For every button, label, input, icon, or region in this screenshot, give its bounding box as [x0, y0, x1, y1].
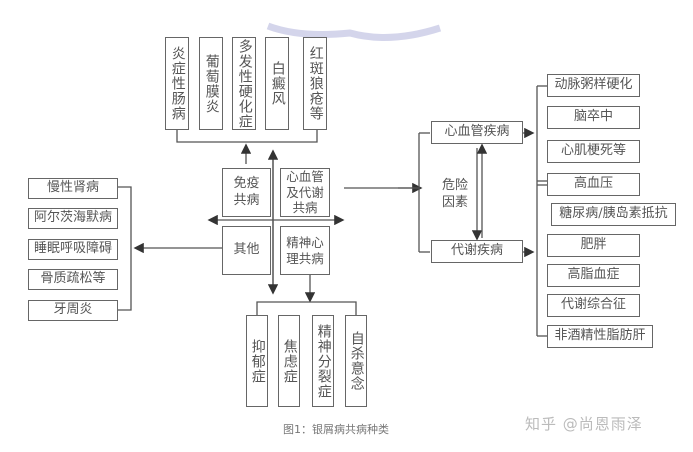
- metabolic-item-box: 代谢综合征: [547, 294, 640, 317]
- risk-factors-label: 危险因素: [441, 178, 468, 210]
- watermark: 知乎 @尚恩雨泽: [525, 415, 643, 433]
- other-disease-box: 骨质疏松等: [28, 269, 118, 290]
- mental-comorbidity-box: 精神心理共病: [280, 226, 330, 275]
- metabolic-item-label: 糖尿病/胰岛素抵抗: [559, 206, 668, 222]
- immune-disease-box: 炎症性肠病: [165, 37, 189, 130]
- other-disease-label: 骨质疏松等: [40, 271, 106, 287]
- metabolic-disease-box: 代谢疾病: [431, 240, 523, 263]
- metabolic-item-box: 肥胖: [547, 234, 640, 257]
- cardiovascular-item-label: 动脉粥样硬化: [554, 77, 633, 93]
- other-comorbidity-label: 其他: [233, 242, 260, 258]
- immune-disease-box: 红斑狼疮等: [303, 37, 327, 130]
- metabolic-item-box: 糖尿病/胰岛素抵抗: [551, 203, 676, 226]
- figure-caption: 图1：银屑病共病种类: [283, 423, 389, 436]
- mental-disease-label: 抑郁症: [249, 338, 266, 384]
- immune-disease-label: 白癜风: [269, 61, 286, 106]
- other-disease-label: 牙周炎: [53, 302, 93, 318]
- cardio-metabolic-comorbidity-box: 心血管及代谢共病: [280, 168, 330, 217]
- other-disease-label: 阿尔茨海默病: [33, 210, 112, 226]
- cardiovascular-disease-box: 心血管疾病: [431, 121, 523, 144]
- cardiovascular-item-box: 心肌梗死等: [547, 140, 640, 163]
- mental-disease-box: 抑郁症: [246, 315, 268, 407]
- immune-disease-box: 葡萄膜炎: [199, 37, 223, 130]
- cardiovascular-item-label: 脑卒中: [573, 109, 613, 125]
- immune-disease-label: 炎症性肠病: [169, 46, 186, 121]
- immune-disease-box: 多发性硬化症: [232, 37, 256, 130]
- mental-disease-box: 焦虑症: [278, 315, 300, 407]
- mental-disease-box: 精神分裂症: [312, 315, 334, 407]
- mental-disease-label: 精神分裂症: [315, 323, 332, 399]
- cardiovascular-item-box: 脑卒中: [547, 106, 640, 129]
- metabolic-disease-label: 代谢疾病: [450, 243, 503, 259]
- cardiovascular-item-label: 心肌梗死等: [560, 143, 626, 159]
- other-comorbidity-box: 其他: [222, 226, 271, 275]
- mental-disease-box: 自杀意念: [345, 315, 367, 407]
- mental-disease-label: 自杀意念: [348, 331, 365, 391]
- immune-comorbidity-label: 免疫共病: [233, 176, 260, 208]
- immune-disease-label: 多发性硬化症: [236, 38, 253, 129]
- other-disease-label: 睡眠呼吸障碍: [33, 241, 112, 257]
- other-disease-label: 慢性肾病: [46, 180, 99, 196]
- other-disease-box: 牙周炎: [28, 300, 118, 321]
- other-disease-box: 阿尔茨海默病: [28, 208, 118, 229]
- immune-comorbidity-box: 免疫共病: [222, 168, 271, 217]
- metabolic-item-label: 非酒精性脂肪肝: [554, 328, 646, 344]
- immune-disease-box: 白癜风: [265, 37, 289, 130]
- mental-disease-label: 焦虑症: [281, 338, 298, 384]
- metabolic-item-label: 肥胖: [580, 237, 607, 253]
- shared-item-box: 高血压: [547, 173, 640, 196]
- cardiovascular-item-box: 动脉粥样硬化: [547, 74, 640, 97]
- metabolic-item-label: 高脂血症: [567, 267, 620, 283]
- shared-item-label: 高血压: [573, 176, 613, 192]
- cardio-metabolic-comorbidity-label: 心血管及代谢共病: [286, 169, 324, 216]
- mental-comorbidity-label: 精神心理共病: [286, 234, 324, 266]
- immune-disease-label: 葡萄膜炎: [203, 53, 220, 114]
- decorative-curve: [266, 22, 442, 41]
- immune-disease-label: 红斑狼疮等: [307, 46, 324, 121]
- other-disease-box: 慢性肾病: [28, 178, 118, 199]
- metabolic-item-label: 代谢综合征: [560, 297, 626, 313]
- metabolic-item-box: 非酒精性脂肪肝: [547, 325, 653, 348]
- cardiovascular-disease-label: 心血管疾病: [444, 124, 510, 140]
- metabolic-item-box: 高脂血症: [547, 264, 640, 287]
- other-disease-box: 睡眠呼吸障碍: [28, 239, 118, 260]
